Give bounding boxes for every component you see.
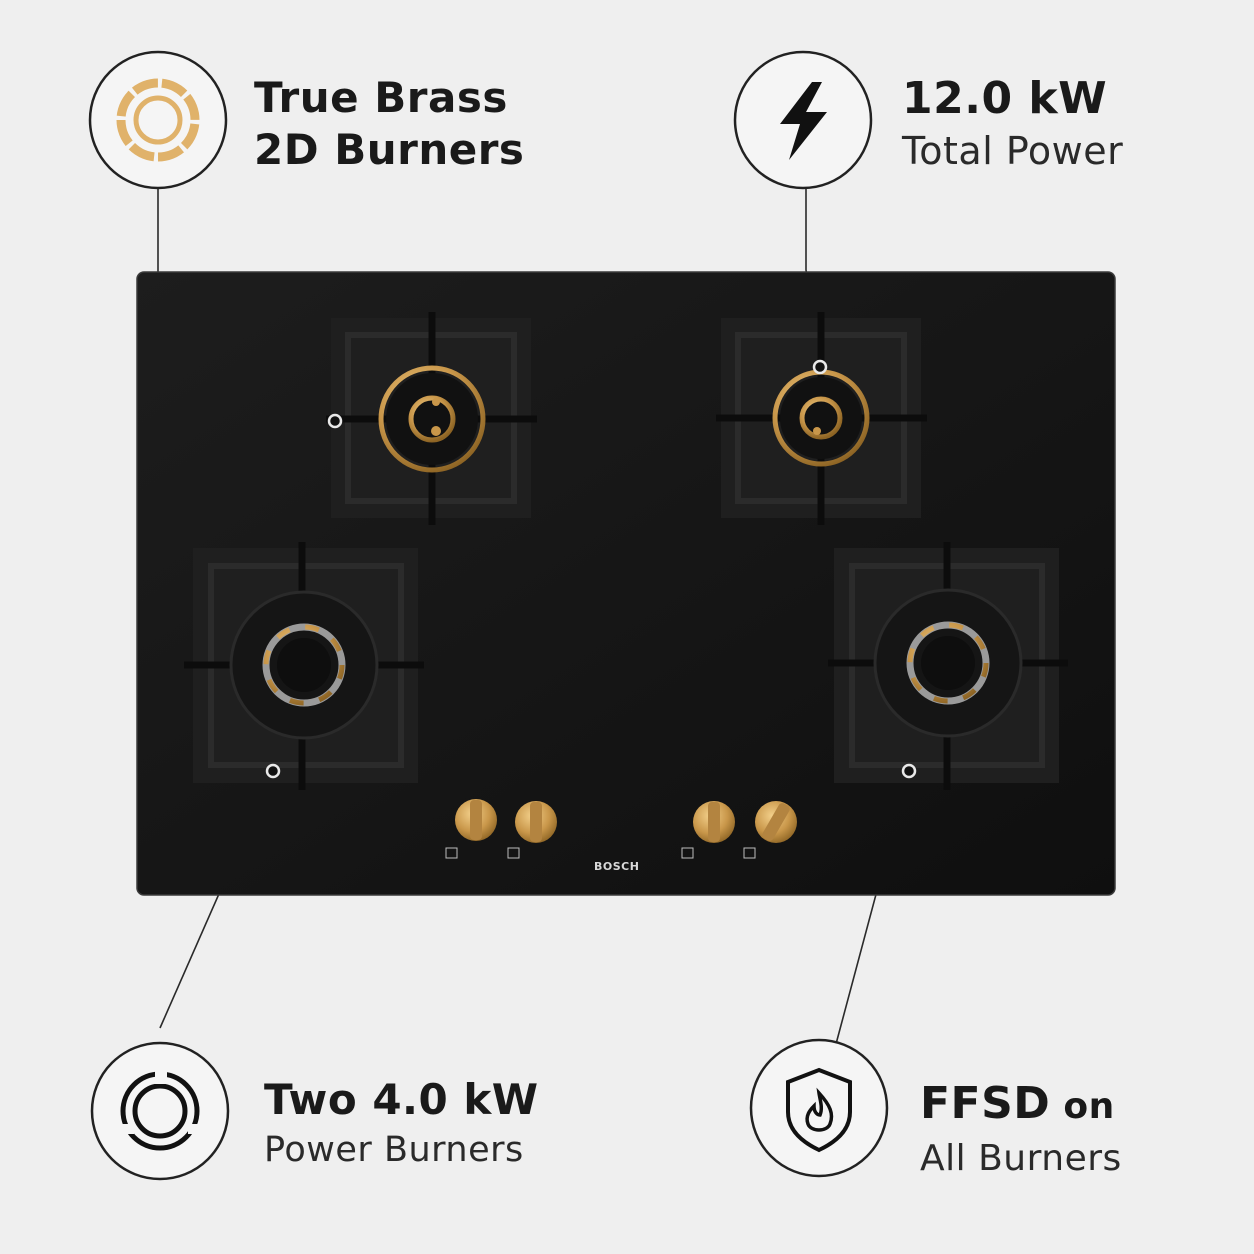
leader-dots <box>265 359 917 779</box>
flame-shield-icon <box>749 1038 889 1178</box>
callout-power-burners: Two 4.0 kW Power Burners <box>264 1074 539 1174</box>
callout-title: Two 4.0 kW <box>264 1075 539 1124</box>
knob-4 <box>743 801 797 859</box>
callout-subtitle: Total Power <box>902 129 1124 173</box>
callout-title: 12.0 kW <box>902 73 1108 124</box>
callout-title-strong: FFSD <box>920 1078 1051 1129</box>
brand-logo: BOSCH <box>594 860 640 873</box>
callout-title-rest: on <box>1050 1086 1115 1127</box>
burner-front-left <box>184 542 424 790</box>
callout-title: True Brass <box>254 73 508 122</box>
callout-title: FFSD on <box>920 1078 1122 1133</box>
callout-subtitle: 2D Burners <box>254 125 525 174</box>
knob-1 <box>445 799 497 859</box>
knob-3 <box>681 801 735 859</box>
control-knobs <box>445 799 797 859</box>
callout-subtitle: All Burners <box>920 1138 1122 1179</box>
callout-total-power: 12.0 kW Total Power <box>902 72 1123 176</box>
lightning-bolt-icon <box>733 50 873 190</box>
burner-back-left <box>326 312 537 525</box>
knob-2 <box>507 801 557 859</box>
ring-burner-icon <box>90 1041 230 1181</box>
burner-front-right <box>828 542 1068 790</box>
callout-subtitle: Power Burners <box>264 1130 524 1170</box>
callout-ffsd: FFSD on All Burners <box>920 1078 1122 1185</box>
callout-brass-burners: True Brass 2D Burners <box>254 72 524 176</box>
brass-burner-icon <box>88 50 228 190</box>
burner-back-right <box>716 312 927 525</box>
